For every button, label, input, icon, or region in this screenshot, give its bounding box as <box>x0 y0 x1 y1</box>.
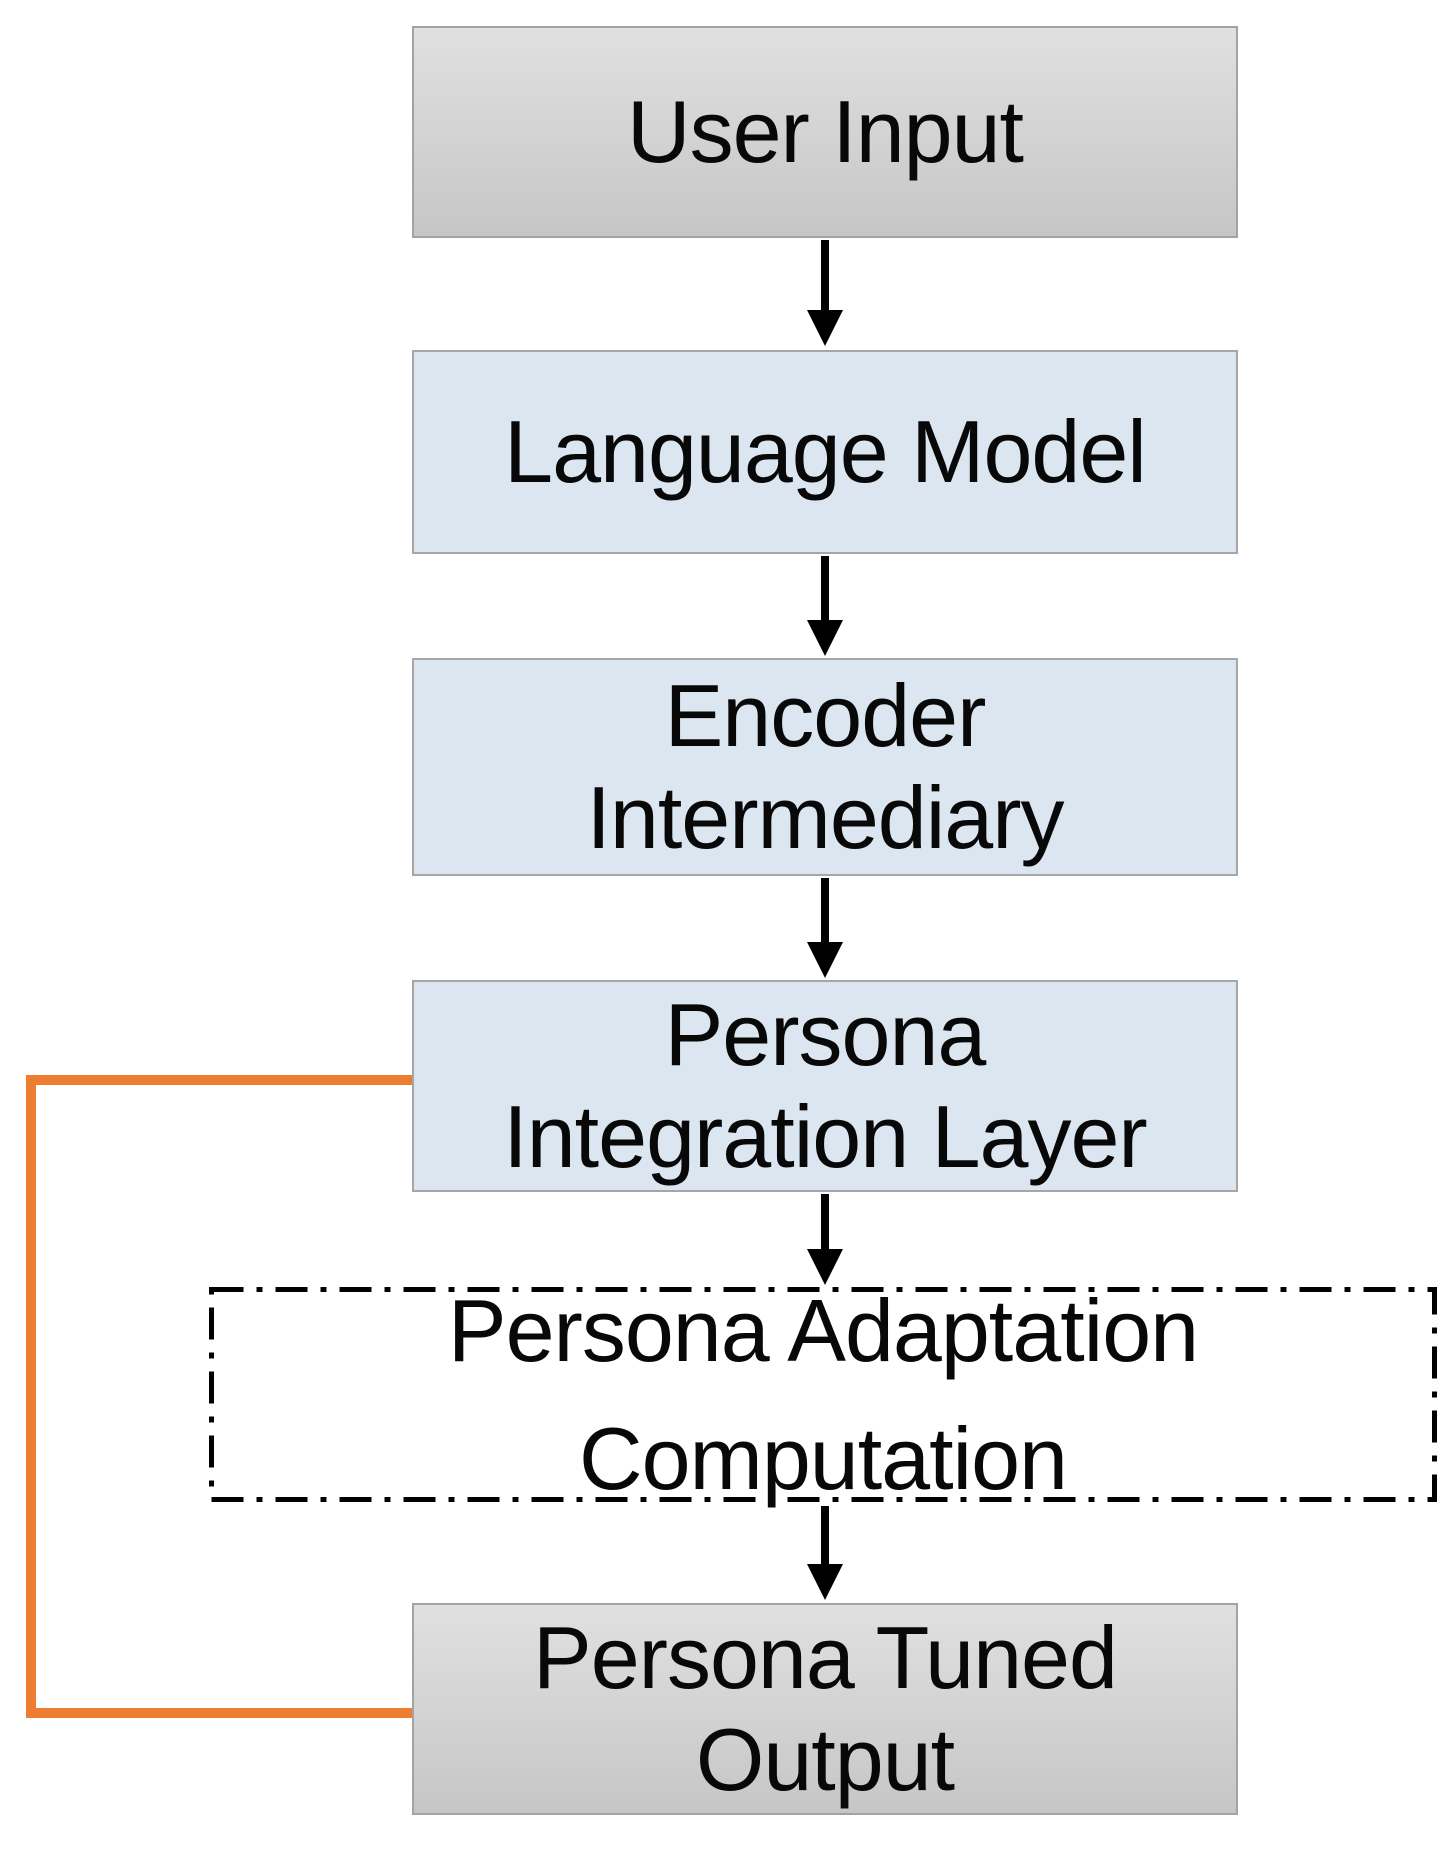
node-persona-adaptation-computation-line1: Persona Adaptation <box>447 1280 1199 1380</box>
feedback-loop-connector <box>26 1075 412 1718</box>
node-persona-tuned-output-line2: Output <box>695 1710 955 1809</box>
dash-dot-border <box>209 1287 1437 1502</box>
arrow-shaft <box>821 1506 829 1570</box>
node-encoder-intermediary: Encoder Intermediary <box>412 658 1238 876</box>
arrow-shaft <box>821 240 829 316</box>
arrow-shaft <box>821 1194 829 1255</box>
arrow-head <box>807 1249 843 1285</box>
arrow-head <box>807 1564 843 1600</box>
node-language-model: Language Model <box>412 350 1238 554</box>
node-user-input: User Input <box>412 26 1238 238</box>
arrow-shaft <box>821 878 829 948</box>
arrow-head <box>807 620 843 656</box>
node-persona-adaptation-computation-line2: Computation <box>579 1408 1068 1508</box>
node-encoder-intermediary-line1: Encoder <box>664 665 987 765</box>
node-persona-adaptation-computation: Persona Adaptation Computation <box>209 1281 1437 1508</box>
node-encoder-intermediary-line2: Intermediary <box>586 768 1064 867</box>
arrow-head <box>807 942 843 978</box>
node-persona-tuned-output: Persona Tuned Output <box>412 1603 1238 1815</box>
node-persona-integration-layer: Persona Integration Layer <box>412 980 1238 1192</box>
down-arrow-icon <box>807 556 843 656</box>
node-language-model-label: Language Model <box>504 401 1147 501</box>
down-arrow-icon <box>807 1506 843 1600</box>
arrow-head <box>807 310 843 346</box>
arrow-shaft <box>821 556 829 626</box>
down-arrow-icon <box>807 878 843 978</box>
node-user-input-label: User Input <box>627 81 1024 181</box>
down-arrow-icon <box>807 240 843 346</box>
down-arrow-icon <box>807 1194 843 1285</box>
node-persona-tuned-output-line1: Persona Tuned <box>533 1607 1118 1707</box>
node-persona-integration-layer-line2: Integration Layer <box>503 1087 1147 1186</box>
node-persona-integration-layer-line1: Persona <box>664 984 987 1084</box>
